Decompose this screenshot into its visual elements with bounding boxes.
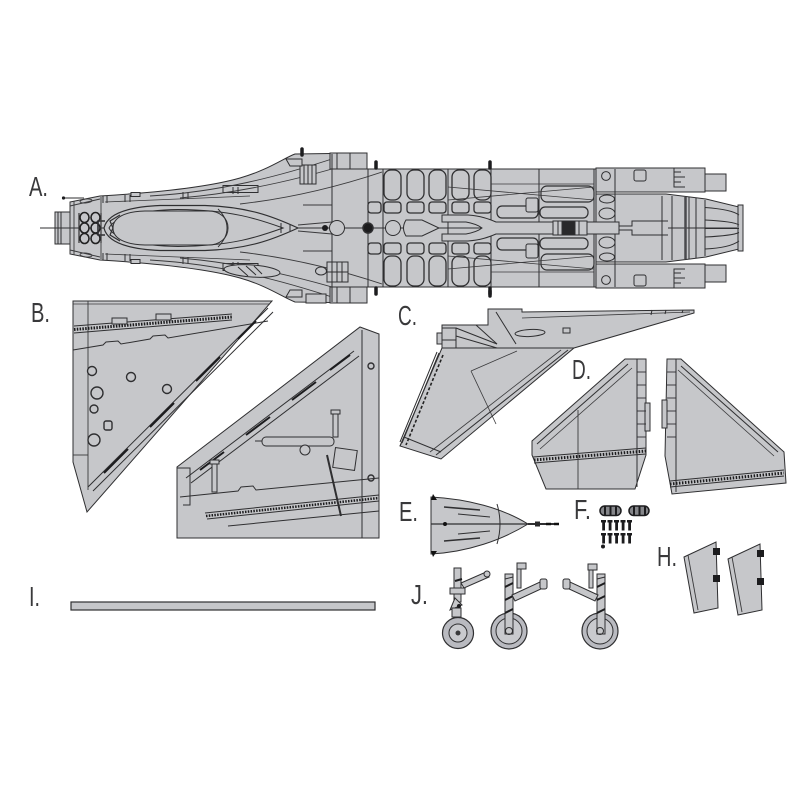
- svg-text:E.: E.: [399, 496, 418, 527]
- svg-text:D.: D.: [572, 354, 591, 385]
- svg-text:H.: H.: [657, 541, 677, 572]
- svg-text:B.: B.: [31, 297, 50, 328]
- svg-text:F.: F.: [574, 494, 591, 525]
- svg-text:J.: J.: [411, 579, 428, 610]
- svg-text:A.: A.: [29, 171, 48, 202]
- svg-text:I.: I.: [29, 581, 40, 612]
- svg-text:C.: C.: [398, 300, 417, 331]
